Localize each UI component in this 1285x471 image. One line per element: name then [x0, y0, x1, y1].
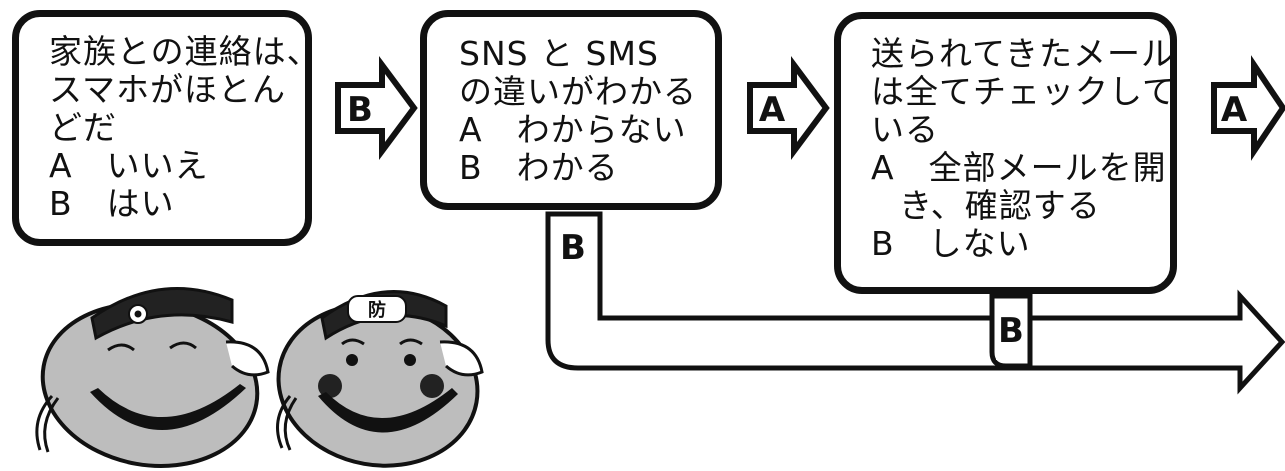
q1-line-2: スマホがほとん: [49, 70, 287, 109]
q1-option-b: B はい: [49, 184, 175, 223]
q1-option-a: A いいえ: [49, 146, 209, 185]
arrow-label-q1-b: B: [347, 90, 373, 130]
arrow-bottom-long: B: [545, 211, 1285, 395]
cap-mark-text: 防: [368, 299, 386, 321]
q2-line-1: SNS と SMS: [459, 34, 659, 73]
cheek-right-icon: [420, 374, 444, 398]
q2-option-b: B わかる: [459, 148, 619, 187]
question-box-2: SNS と SMS の違いがわかる A わからない B わかる: [420, 10, 722, 210]
arrow-label-q2-a: A: [759, 90, 786, 130]
question-box-3: 送られてきたメール は全てチェックして いる A 全部メールを開 き、確認する …: [834, 12, 1177, 294]
q3-option-a-cont: き、確認する: [899, 186, 1101, 225]
branch-label-q3-b: B: [998, 311, 1024, 351]
q2-line-2: の違いがわかる: [459, 72, 697, 111]
q3-option-a: A 全部メールを開: [871, 148, 1167, 187]
arrow-q2-to-q3: A: [747, 55, 830, 161]
question-box-1: 家族との連絡は、 スマホがほとん どだ A いいえ B はい: [12, 10, 321, 246]
mascot-right: 防: [276, 290, 484, 468]
q3-line-2: は全てチェックして: [871, 72, 1177, 111]
branch-label-q2-b: B: [560, 228, 586, 268]
q1-line-1: 家族との連絡は、: [49, 32, 321, 71]
q3-option-b: B しない: [871, 224, 1031, 263]
q1-line-3: どだ: [49, 108, 117, 147]
arrow-q1-to-q2: B: [335, 55, 418, 161]
cheek-left-icon: [318, 374, 342, 398]
q3-line-1: 送られてきたメール: [871, 34, 1176, 73]
mascot-left: [35, 286, 270, 468]
arrow-q3-branch: B: [989, 293, 1033, 369]
arrow-q3-next: A: [1211, 55, 1285, 161]
arrow-label-q3-a: A: [1221, 90, 1248, 130]
q2-option-a: A わからない: [459, 110, 687, 149]
q3-line-3: いる: [871, 110, 939, 149]
